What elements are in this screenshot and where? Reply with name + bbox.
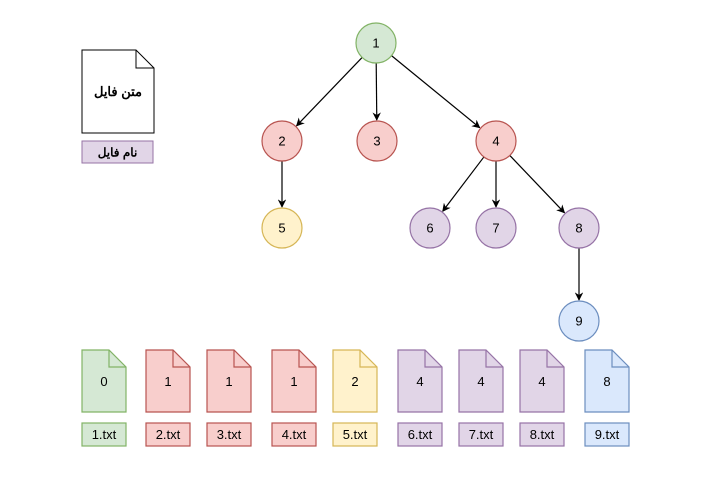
- file-name-box: [584, 422, 630, 447]
- file-fold: [108, 350, 126, 368]
- file-row: 0 1.txt 1 2.txt 1 3.txt 1 4.txt 2 5.txt 4 6.txt 4 7.t…: [81, 349, 630, 447]
- file-content: 4: [477, 374, 484, 389]
- node-label: 1: [372, 36, 379, 51]
- file-content: 8: [603, 374, 610, 389]
- file-icon: [271, 349, 317, 413]
- tree-node-5: 5: [261, 207, 303, 249]
- legend-file-name-label: نام فایل: [98, 146, 138, 161]
- file-icon: [81, 349, 127, 413]
- legend-file-fold: [135, 50, 154, 69]
- file-name-box: [397, 422, 443, 447]
- file-fold: [485, 350, 503, 368]
- file-name-box: [519, 422, 565, 447]
- file-name-box: [81, 422, 127, 447]
- legend-file-icon: [81, 49, 155, 134]
- legend: متن فایل نام فایل: [81, 49, 155, 164]
- node-circle: [475, 120, 517, 162]
- tree-node-1: 1: [355, 22, 397, 64]
- file-1: 0 1.txt: [81, 349, 127, 447]
- file-name: 7.txt: [469, 427, 494, 442]
- file-content: 1: [225, 374, 232, 389]
- file-fold: [172, 350, 190, 368]
- file-icon: [458, 349, 504, 413]
- node-circle: [409, 207, 451, 249]
- file-fold: [546, 350, 564, 368]
- edge-1-to-4: [391, 55, 481, 129]
- file-icon: [397, 349, 443, 413]
- node-label: 5: [278, 221, 285, 236]
- file-icon: [206, 349, 252, 413]
- file-content: 4: [416, 374, 423, 389]
- tree-node-2: 2: [261, 120, 303, 162]
- file-3: 1 3.txt: [206, 349, 252, 447]
- node-label: 8: [575, 221, 582, 236]
- node-label: 4: [492, 134, 499, 149]
- file-fold: [359, 350, 377, 368]
- file-4: 1 4.txt: [271, 349, 317, 447]
- file-name: 1.txt: [92, 427, 117, 442]
- file-2: 1 2.txt: [145, 349, 191, 447]
- file-5: 2 5.txt: [332, 349, 378, 447]
- node-circle: [261, 120, 303, 162]
- node-circle: [355, 22, 397, 64]
- node-label: 2: [278, 134, 285, 149]
- legend-file-content-label: متن فایل: [94, 84, 142, 100]
- node-circle: [356, 120, 398, 162]
- file-icon: [145, 349, 191, 413]
- file-name: 9.txt: [595, 427, 620, 442]
- tree-nodes: 1 2 3 4 5 6 7 8 9: [261, 22, 600, 342]
- node-label: 9: [575, 314, 582, 329]
- legend-file-name-box: [81, 140, 154, 164]
- file-7: 4 7.txt: [458, 349, 504, 447]
- file-content: 1: [164, 374, 171, 389]
- node-circle: [558, 300, 600, 342]
- file-icon: [519, 349, 565, 413]
- file-content: 0: [100, 374, 107, 389]
- file-name-box: [458, 422, 504, 447]
- file-content: 1: [290, 374, 297, 389]
- file-fold: [298, 350, 316, 368]
- file-name: 8.txt: [530, 427, 555, 442]
- file-8: 4 8.txt: [519, 349, 565, 447]
- file-name: 4.txt: [282, 427, 307, 442]
- tree-node-6: 6: [409, 207, 451, 249]
- file-name-box: [145, 422, 191, 447]
- edge-1-to-3: [372, 62, 381, 121]
- file-name-box: [332, 422, 378, 447]
- tree-node-3: 3: [356, 120, 398, 162]
- file-content: 2: [351, 374, 358, 389]
- tree-node-9: 9: [558, 300, 600, 342]
- file-name: 5.txt: [343, 427, 368, 442]
- node-label: 7: [492, 221, 499, 236]
- file-name-box: [271, 422, 317, 447]
- node-label: 6: [426, 221, 433, 236]
- file-name: 3.txt: [217, 427, 242, 442]
- edge-1-to-2: [295, 57, 363, 127]
- tree-node-8: 8: [558, 207, 600, 249]
- tree-edges: [277, 55, 584, 301]
- file-fold: [233, 350, 251, 368]
- node-label: 3: [373, 134, 380, 149]
- tree-node-7: 7: [475, 207, 517, 249]
- file-9: 8 9.txt: [584, 349, 630, 447]
- edge-4-to-6: [442, 156, 485, 212]
- tree-node-4: 4: [475, 120, 517, 162]
- file-name: 2.txt: [156, 427, 181, 442]
- node-circle: [475, 207, 517, 249]
- node-circle: [261, 207, 303, 249]
- file-content: 4: [538, 374, 545, 389]
- node-circle: [558, 207, 600, 249]
- edge-4-to-8: [509, 155, 566, 214]
- file-6: 4 6.txt: [397, 349, 443, 447]
- file-name-box: [206, 422, 252, 447]
- file-icon: [584, 349, 630, 413]
- file-icon: [332, 349, 378, 413]
- file-fold: [424, 350, 442, 368]
- file-name: 6.txt: [408, 427, 433, 442]
- file-fold: [611, 350, 629, 368]
